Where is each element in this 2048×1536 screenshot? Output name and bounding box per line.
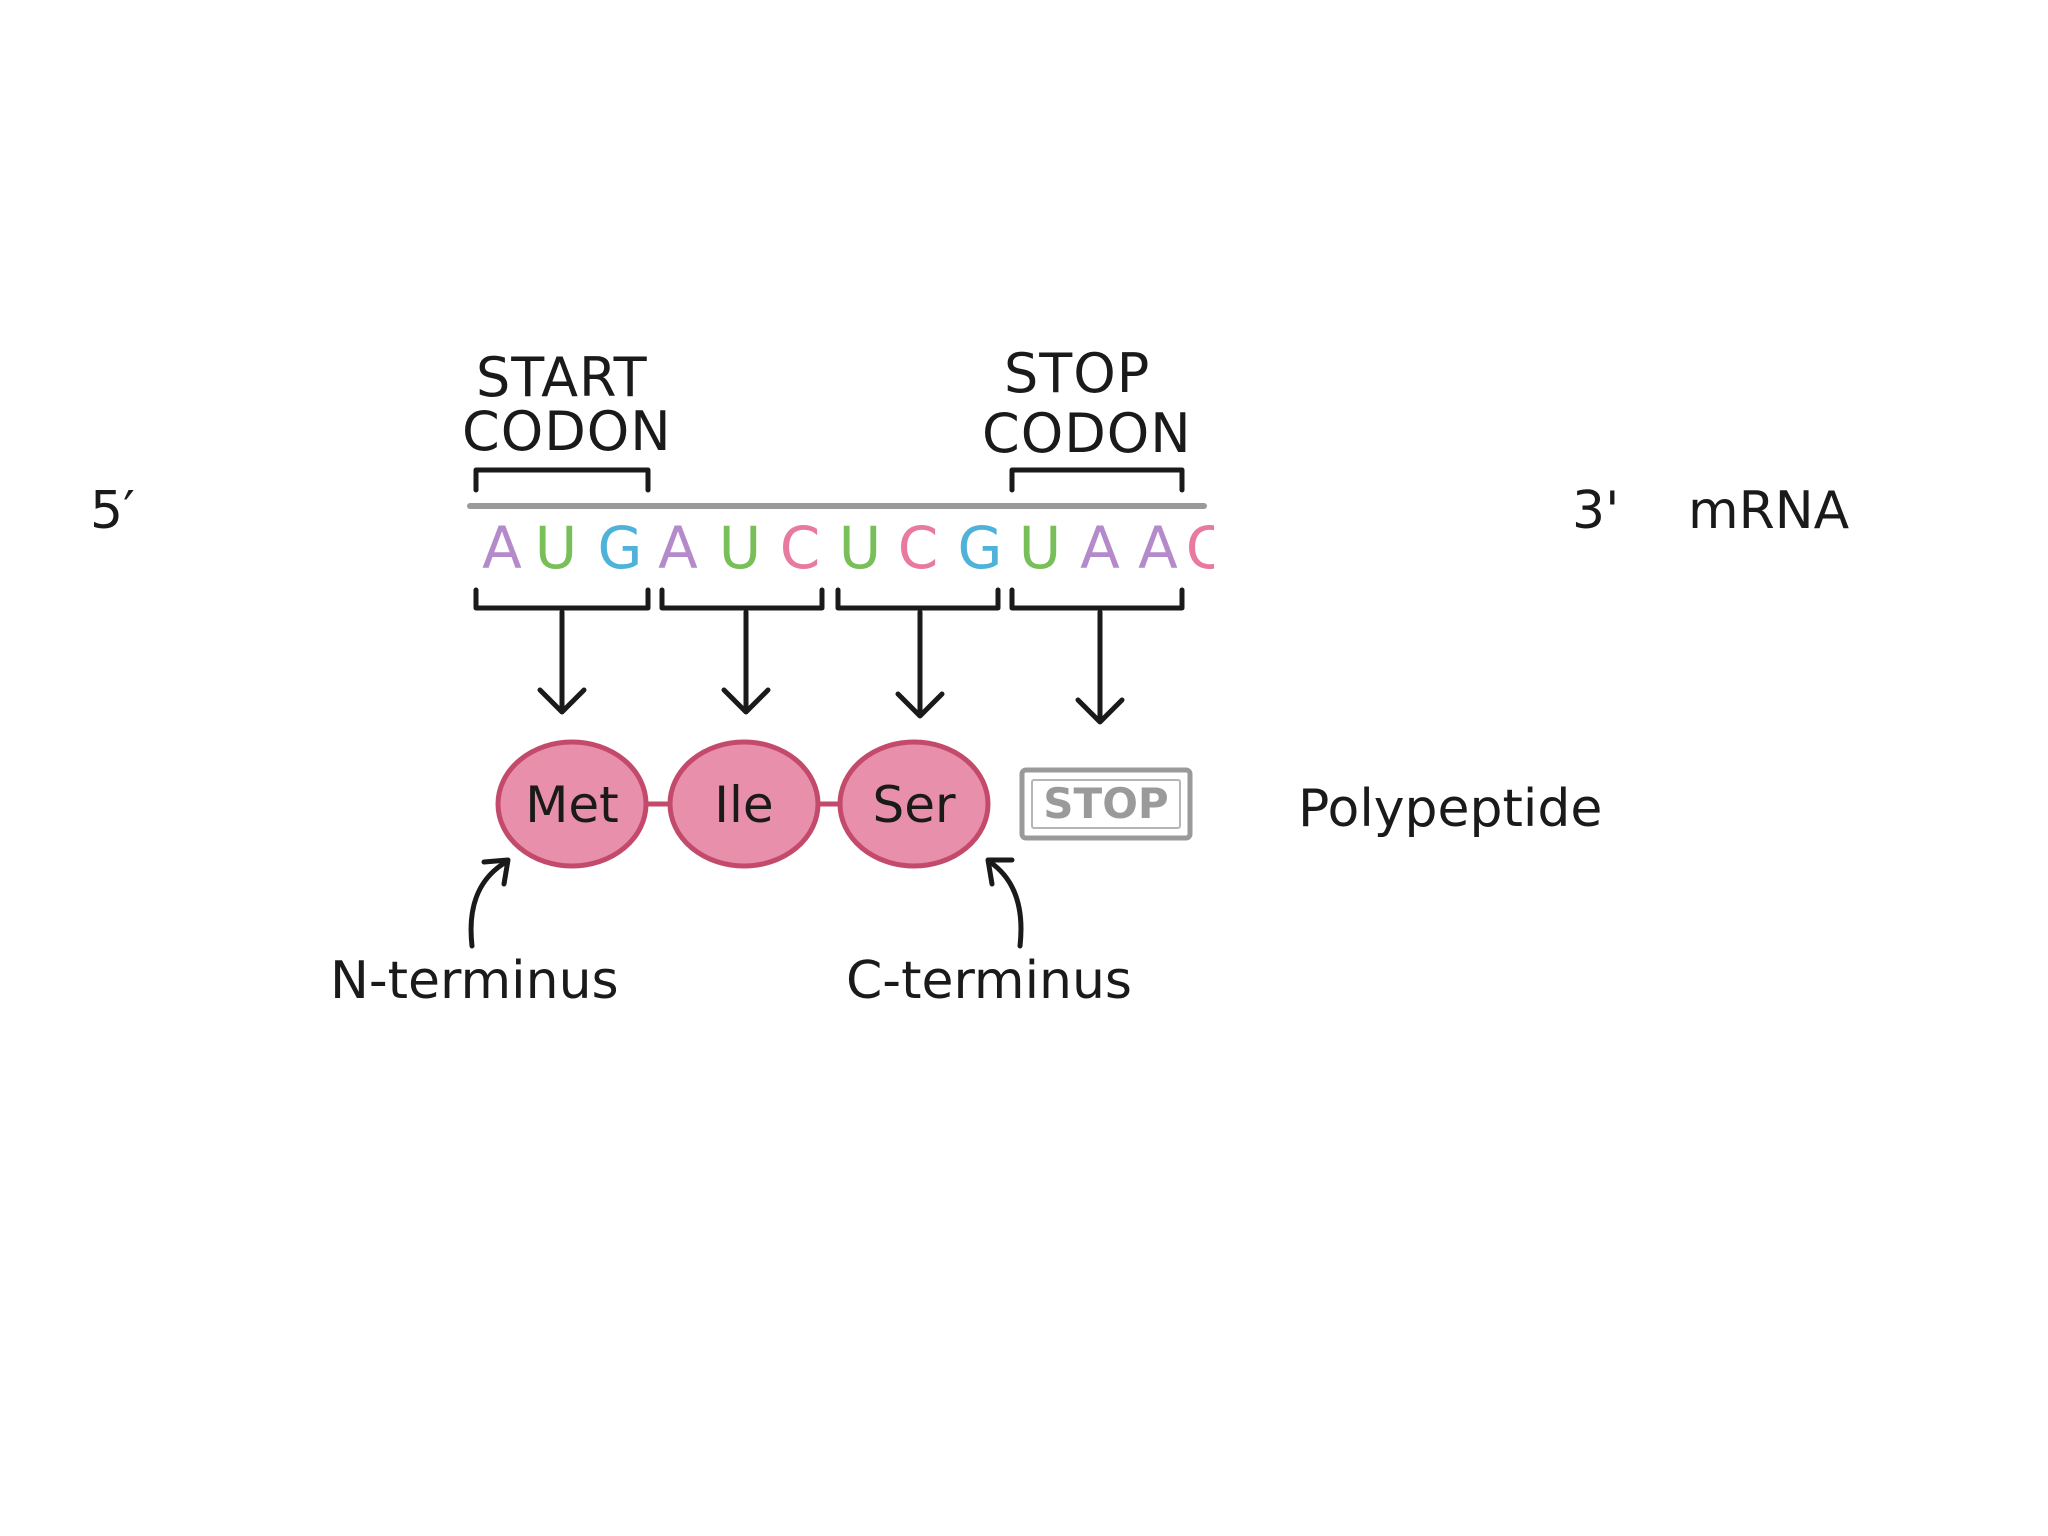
translation-arrow-3 [895,609,945,719]
stop-box: STOP [1019,767,1193,841]
translation-arrow-1 [537,609,587,715]
amino-acid-label-ile: Ile [714,776,773,834]
codon-bracket-4 [1009,587,1185,611]
mrna-label: mRNA [1688,481,1850,541]
nucleotide-u: U [535,514,577,582]
start-codon-label-line2: CODON [462,400,672,463]
codon-bracket-2 [659,587,825,611]
translation-arrow-2 [721,609,771,715]
nucleotide-u: U [839,514,881,582]
nucleotide-g: G [958,514,1003,582]
n-terminus-arrow [468,857,511,949]
stop-box-label: STOP [1043,779,1168,828]
amino-acid-met: Met [495,739,649,869]
codon-bracket-3 [835,587,1001,611]
amino-acid-label-ser: Ser [872,776,956,834]
nucleotide-a: A [1080,514,1120,582]
start-codon-label-line1: START [476,346,648,409]
amino-acid-ile: Ile [667,739,821,869]
c-terminus-arrow [985,857,1024,949]
nucleotide-c: C [1186,514,1227,582]
stop-codon-label-line1: STOP [1004,342,1150,405]
five-prime-label: 5′ [90,481,135,541]
nucleotide-u: U [719,514,761,582]
nucleotide-g: G [598,514,643,582]
c-terminus-label: C-terminus [846,951,1132,1011]
translation-arrow-4 [1075,609,1125,725]
amino-acid-ser: Ser [837,739,991,869]
stop-codon-label-line2: CODON [982,402,1192,465]
stop-codon-bracket [1009,467,1185,493]
codon-bracket-1 [473,587,651,611]
nucleotide-u: U [1019,514,1061,582]
nucleotide-a: A [1138,514,1178,582]
polypeptide-label: Polypeptide [1298,779,1602,839]
n-terminus-label: N-terminus [330,951,619,1011]
three-prime-label: 3' [1572,481,1619,541]
nucleotide-c: C [780,514,821,582]
nucleotide-a: A [482,514,522,582]
nucleotide-c: C [898,514,939,582]
start-codon-bracket [473,467,651,493]
amino-acid-label-met: Met [525,776,619,834]
nucleotide-a: A [658,514,698,582]
